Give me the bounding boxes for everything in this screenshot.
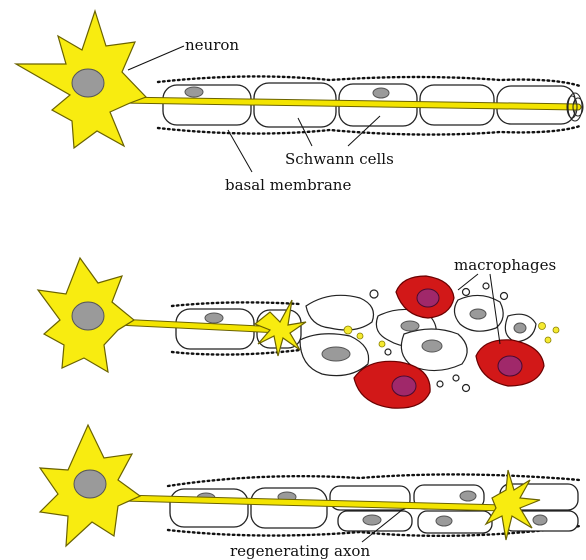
basal-membrane-top [172,302,300,306]
neuron-leader-line [128,46,184,70]
label-macrophages: macrophages [454,256,556,274]
yellow-debris [344,326,352,334]
schwann-fragment [306,295,374,330]
label-basal-membrane: basal membrane [225,176,351,194]
panel-intact-nerve: neuron Schwann cells basal membrane [16,11,583,194]
schwann-nucleus [373,88,389,98]
schwann-nucleus [470,309,486,319]
macrophage-nucleus [417,289,439,307]
macrophages-leader-line [458,274,478,290]
yellow-debris [379,341,385,347]
neuron-nucleus [74,470,106,498]
white-debris [453,375,459,381]
basal-membrane-leader-line [228,130,252,172]
neuron-nucleus [72,69,104,97]
white-debris [370,290,378,298]
yellow-debris [553,327,559,333]
yellow-debris [357,333,363,339]
label-regenerating-axon: regenerating axon [230,542,370,560]
white-debris [463,289,470,296]
panel-degeneration: macrophages [38,256,559,408]
schwann-nucleus [422,340,442,352]
schwann-nucleus [363,515,381,525]
schwann-nucleus [460,491,476,501]
white-debris [437,381,443,387]
white-debris [385,349,391,355]
schwann-nucleus [205,313,223,323]
basal-membrane-bottom [158,126,580,135]
white-debris [483,283,489,289]
basal-membrane-bottom [172,350,300,355]
schwann-nucleus [401,321,419,331]
neuron-nucleus [72,302,104,330]
white-debris [463,385,470,392]
macrophage-nucleus [392,376,416,396]
schwann-cell [418,511,492,533]
schwann-nucleus [533,515,547,525]
schwann-nucleus [322,347,350,361]
schwann-nucleus [436,516,452,526]
schwann-nucleus [185,87,203,97]
yellow-debris [545,337,551,343]
macrophage-nucleus [498,356,522,376]
white-debris [501,293,508,300]
label-schwann-cells: Schwann cells [285,150,394,168]
schwann-nucleus [514,323,526,333]
label-neuron: neuron [185,36,239,54]
yellow-debris [539,323,546,330]
panel-regeneration: regenerating axon [40,425,580,560]
